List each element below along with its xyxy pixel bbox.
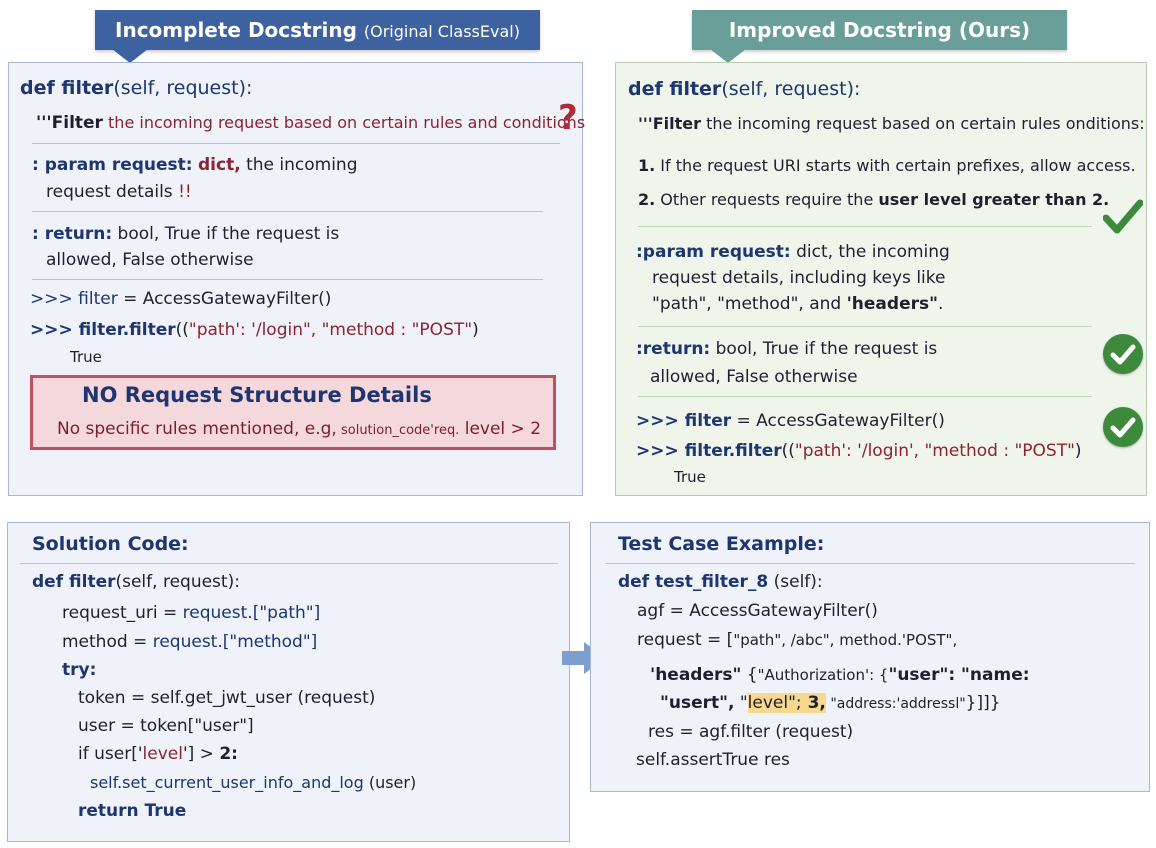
docstring-summary: '''Filter the incoming request based on … [638, 114, 1145, 133]
example-line-2: >>> filter.filter(("path': '/login", "me… [30, 320, 479, 340]
code-line: agf = AccessGatewayFilter() [637, 601, 878, 621]
param-line-2: request details, including keys like [652, 268, 946, 288]
improved-docstring-panel [615, 62, 1147, 496]
code-line: try: [62, 660, 97, 680]
code-line: if user['level'] > 2: [78, 744, 238, 764]
code-line: def test_filter_8 (self): [618, 572, 823, 592]
divider [638, 226, 1092, 227]
example-line-2: >>> filter.filter(("path': '/login', "me… [636, 441, 1082, 461]
improved-docstring-tab: Improved Docstring (Ours) [692, 10, 1067, 50]
divider [20, 563, 558, 564]
code-line: 'headers" {"Authorization': {"user": "na… [650, 665, 1030, 685]
return-line: : return: bool, True if the request is [32, 224, 340, 244]
function-signature: def filter(self, request): [20, 77, 253, 99]
test-case-panel [590, 522, 1150, 792]
code-line: "usert", "level"; 3, "address:'addressl"… [660, 693, 1001, 713]
code-line: self.set_current_user_info_and_log (user… [90, 773, 417, 792]
divider [605, 563, 1135, 564]
check-circle-icon [1103, 407, 1143, 447]
param-line-3: "path", "method", and 'headers". [652, 294, 944, 314]
code-line: token = self.get_jwt_user (request) [78, 688, 376, 708]
return-line-2: allowed, False otherwise [46, 250, 254, 270]
tab-pointer [112, 49, 148, 63]
incomplete-docstring-subtitle: (Original ClassEval) [363, 22, 520, 41]
rule-1: 1. If the request URI starts with certai… [638, 156, 1136, 175]
divider [32, 279, 543, 280]
check-icon [1103, 199, 1143, 234]
example-result: True [674, 468, 706, 486]
return-line-2: allowed, False otherwise [650, 367, 858, 387]
solution-code-panel [7, 522, 570, 842]
code-line: self.assertTrue res [636, 750, 790, 770]
improved-docstring-title: Improved Docstring (Ours) [728, 18, 1031, 42]
incomplete-docstring-tab: Incomplete Docstring (Original ClassEval… [95, 10, 540, 50]
callout-title: NO Request Structure Details [82, 383, 432, 407]
code-line: def filter(self, request): [32, 572, 240, 592]
check-circle-icon [1103, 334, 1143, 374]
divider [638, 396, 1092, 397]
incomplete-docstring-title: Incomplete Docstring [115, 18, 357, 42]
code-line: method = request.["method"] [62, 632, 318, 652]
param-line: :param request: dict, the incoming [636, 242, 950, 262]
return-line: :return: bool, True if the request is [636, 339, 938, 359]
code-line: request_uri = request.["path"] [62, 603, 321, 623]
param-line-2: request details !! [46, 182, 192, 202]
solution-code-title: Solution Code: [32, 533, 189, 555]
divider [32, 143, 560, 144]
example-line-1: >>> filter = AccessGatewayFilter() [636, 411, 945, 431]
test-case-title: Test Case Example: [618, 533, 825, 555]
param-line: : param request: dict, the incoming [32, 155, 358, 175]
callout-text: No specific rules mentioned, e.g, soluti… [57, 419, 542, 439]
rule-2: 2. Other requests require the user level… [638, 190, 1110, 209]
divider [32, 211, 543, 212]
example-result: True [70, 348, 102, 366]
code-line: return True [78, 801, 187, 821]
tab-pointer [710, 49, 746, 63]
function-signature: def filter(self, request): [628, 78, 861, 100]
code-line: res = agf.filter (request) [648, 722, 854, 742]
divider [638, 326, 1092, 327]
question-mark-icon: ? [558, 98, 578, 138]
docstring-summary: '''Filter the incoming request based on … [36, 113, 586, 133]
code-line: user = token["user"] [78, 716, 254, 736]
example-line-1: >>> filter = AccessGatewayFilter() [30, 289, 332, 309]
missing-details-callout [30, 375, 556, 450]
code-line: request = ["path", /abc", method.'POST", [637, 630, 958, 650]
